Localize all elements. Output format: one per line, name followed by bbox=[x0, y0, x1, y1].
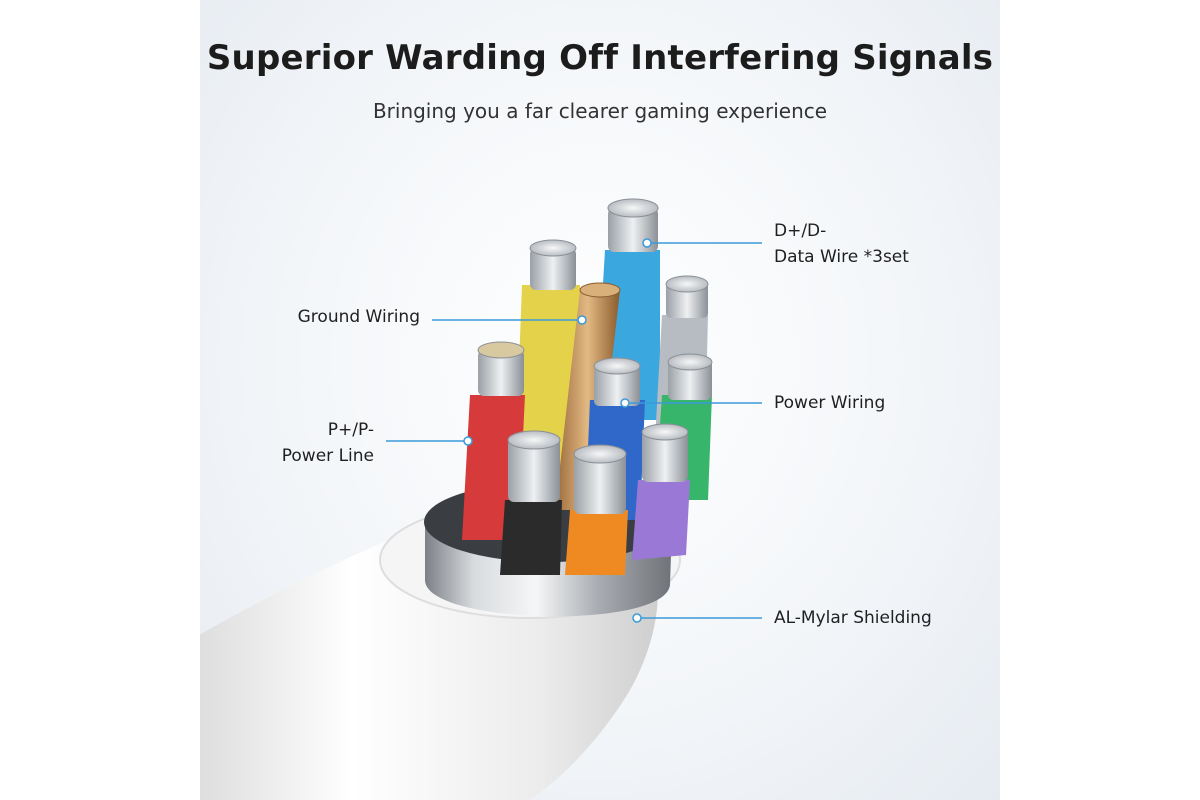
end-blue bbox=[593, 357, 641, 375]
wire-purple bbox=[632, 480, 690, 560]
page-title: Superior Warding Off Interfering Signals bbox=[206, 38, 994, 78]
product-image-panel: Superior Warding Off Interfering Signals… bbox=[200, 0, 1000, 800]
end-copper bbox=[579, 282, 621, 298]
conductor-black bbox=[508, 438, 560, 502]
conductor-orange bbox=[574, 452, 626, 514]
callout-power-line-line2: Power Line bbox=[281, 446, 374, 466]
conductor-yellow bbox=[530, 248, 576, 290]
callout-shielding-line1: AL-Mylar Shielding bbox=[774, 608, 932, 628]
end-black bbox=[507, 430, 561, 450]
callout-power-line: P+/P- Power Line bbox=[240, 417, 374, 469]
conductor-green bbox=[668, 360, 712, 400]
callout-ground-wiring: Ground Wiring bbox=[260, 304, 420, 330]
end-lightblue bbox=[607, 198, 659, 218]
leader-dot-data-wire bbox=[642, 238, 652, 248]
end-yellow bbox=[529, 239, 577, 257]
wire-copper-ground bbox=[555, 290, 620, 510]
end-orange bbox=[573, 444, 627, 464]
callout-data-wire: D+/D- Data Wire *3set bbox=[774, 218, 909, 270]
end-green bbox=[667, 353, 713, 371]
callout-power-line-line1: P+/P- bbox=[327, 420, 374, 440]
callout-power-wiring-line1: Power Wiring bbox=[774, 393, 886, 413]
wire-orange bbox=[565, 510, 628, 575]
callout-shielding: AL-Mylar Shielding bbox=[774, 605, 932, 631]
wire-yellow bbox=[515, 285, 580, 470]
leader-dot-shielding bbox=[632, 613, 642, 623]
cable-cross-section-illustration bbox=[200, 198, 762, 800]
end-red bbox=[477, 341, 525, 359]
callout-ground-wiring-line1: Ground Wiring bbox=[297, 307, 420, 327]
conductor-red bbox=[478, 350, 524, 396]
leader-dot-power-wiring bbox=[620, 398, 630, 408]
callout-power-wiring: Power Wiring bbox=[774, 390, 885, 416]
leader-dot-power-line bbox=[463, 436, 473, 446]
wire-black bbox=[500, 500, 562, 575]
callout-data-wire-line2: Data Wire *3set bbox=[774, 247, 909, 267]
conductor-blue bbox=[594, 366, 640, 406]
page-subtitle: Bringing you a far clearer gaming experi… bbox=[372, 99, 828, 123]
leader-dot-ground bbox=[577, 315, 587, 325]
end-grey-right bbox=[665, 275, 709, 293]
conductor-purple bbox=[642, 430, 688, 482]
callout-data-wire-line1: D+/D- bbox=[774, 221, 827, 241]
end-purple bbox=[641, 423, 689, 441]
